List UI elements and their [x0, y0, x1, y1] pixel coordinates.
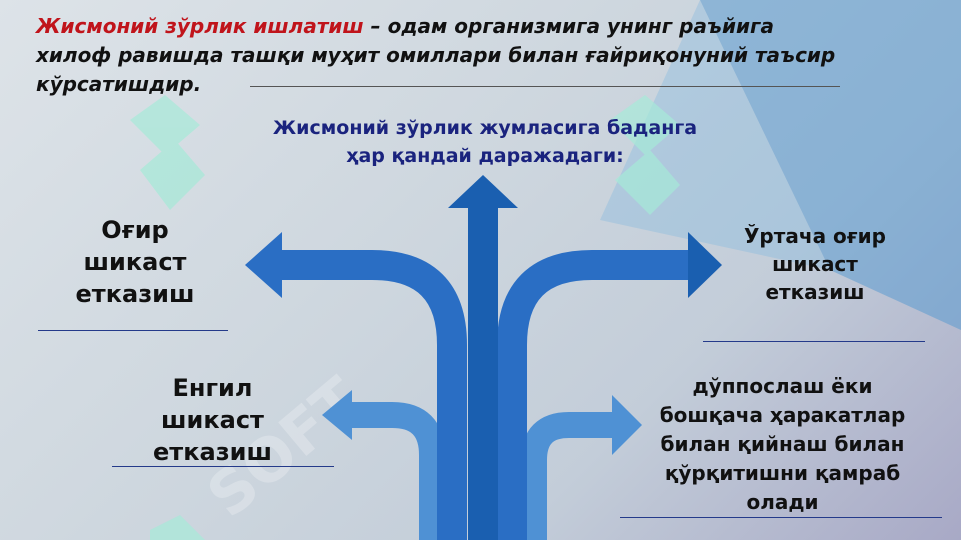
item-severe-injury: Оғир шикаст етказиш	[75, 216, 195, 308]
arrow-light-left	[352, 402, 445, 540]
divider	[250, 86, 840, 87]
definition-text: Жисмоний зўрлик ишлатиш – одам организми…	[36, 12, 836, 99]
underline	[703, 341, 925, 342]
watermark-logo	[130, 95, 680, 540]
underline	[38, 330, 228, 331]
arrow-right-big	[497, 250, 690, 540]
arrow-light-right-head	[612, 395, 642, 455]
item-beating-threats: дўппослаш ёки бошқача ҳаракатлар билан қ…	[659, 374, 906, 514]
item-light-injury: Енгил шикаст етказиш	[153, 374, 272, 466]
arrow-light-left-head	[322, 390, 352, 440]
underline	[112, 466, 334, 467]
definition-body: – одам организмига унинг раъйига хилоф р…	[36, 14, 836, 96]
underline	[620, 517, 942, 518]
item-moderate-injury: Ўртача оғир шикаст етказиш	[744, 224, 886, 304]
arrow-center-head	[448, 175, 518, 208]
arrow-light-right	[521, 412, 612, 540]
subtitle: Жисмоний зўрлик жумласига баданга ҳар қа…	[272, 117, 698, 167]
arrow-center-shaft	[468, 205, 498, 540]
decorative-triangle	[700, 0, 961, 330]
definition-term: Жисмоний зўрлик ишлатиш	[36, 14, 364, 38]
arrow-right-head	[688, 232, 722, 298]
arrow-left-head	[245, 232, 282, 298]
arrow-left-big	[282, 250, 467, 540]
